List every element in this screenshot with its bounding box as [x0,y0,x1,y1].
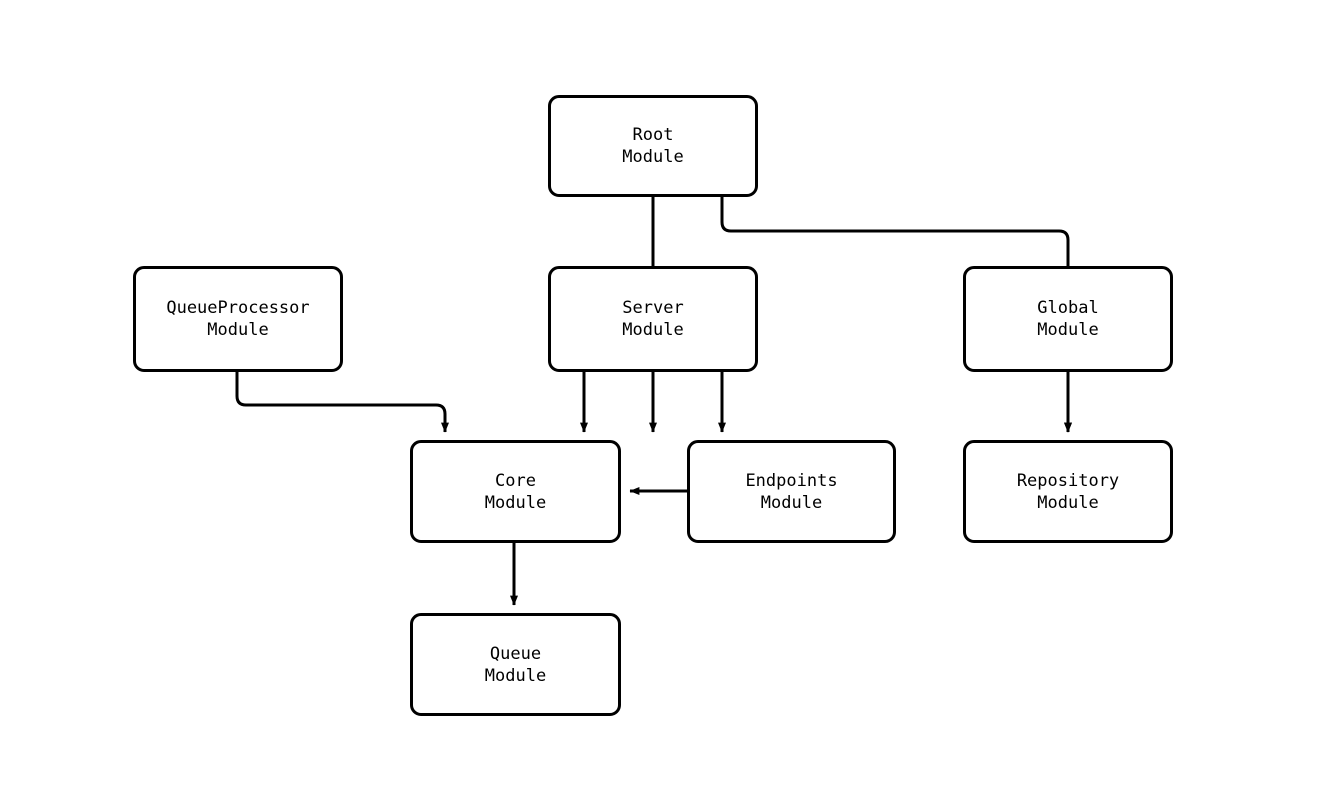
node-endpoints-module[interactable]: Endpoints Module [687,440,896,543]
edge-queueprocessor-core [235,372,449,433]
node-root-module-line1: Root [632,125,674,145]
node-server-module-line2: Module [622,320,684,340]
node-repository-module-line2: Module [1037,492,1099,513]
node-global-module[interactable]: Global Module [963,266,1173,372]
node-endpoints-module-line2: Module [760,492,823,513]
node-endpoints-module-line1: Endpoints [745,470,838,491]
node-root-module-line2: Module [622,147,684,167]
edge-root-global [720,197,1072,433]
node-core-module[interactable]: Core Module [410,440,621,543]
node-queueprocessor-module-line2: Module [207,320,269,340]
node-server-module-line1: Server [622,298,684,318]
node-queue-module[interactable]: Queue Module [410,613,621,716]
node-global-module-line1: Global [1037,298,1099,318]
node-core-module-line2: Module [484,492,547,513]
node-queueprocessor-module-line1: QueueProcessor [166,298,310,318]
node-queue-module-line1: Queue [489,643,542,664]
node-global-module-line2: Module [1037,320,1099,340]
node-queue-module-line2: Module [484,665,547,686]
node-core-module-line1: Core [495,470,536,491]
node-repository-module-line1: Repository [1016,470,1120,491]
node-server-module[interactable]: Server Module [548,266,758,372]
node-root-module[interactable]: Root Module [548,95,758,197]
node-repository-module[interactable]: Repository Module [963,440,1173,543]
node-queueprocessor-module[interactable]: QueueProcessor Module [133,266,343,372]
